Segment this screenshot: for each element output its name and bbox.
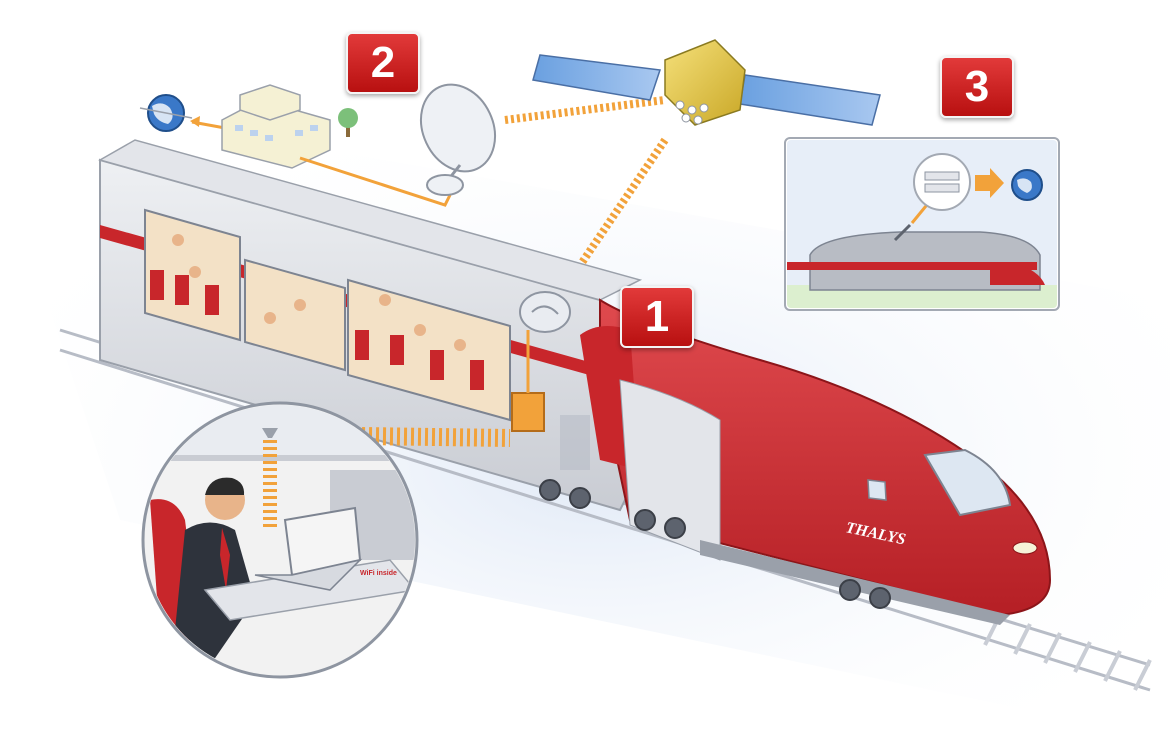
globe-icon [139,94,193,132]
wifi-router-box-icon [511,330,545,432]
signal-satellite-to-dish [504,96,666,124]
cable-building-to-dish [299,156,452,207]
tunnel-panel [784,137,1060,311]
satellite-icon [532,39,881,126]
tunnel-icon [809,231,1041,291]
office-building-icon [221,84,331,169]
cutaway-window-2 [244,258,346,372]
repeater-icon [913,153,971,211]
train-bogies [539,479,891,609]
step-3-badge: 3 [940,56,1014,118]
ceiling-access-point-icon [262,428,278,438]
step-2-badge: 2 [346,32,420,94]
tree-icon [338,108,358,137]
step-1-badge: 1 [620,286,694,348]
train-antenna-dome-icon [519,291,571,333]
zoom-circle-passenger [141,401,419,679]
cutaway-window-3 [347,278,511,422]
laptop-icon [254,506,363,591]
rail-sleepers [983,614,1152,691]
laptop-sticker-text: WiFi inside [360,570,397,577]
arrow-icon [975,168,1004,198]
globe-icon-panel [1011,169,1043,201]
satellite-dish-icon [420,83,496,196]
